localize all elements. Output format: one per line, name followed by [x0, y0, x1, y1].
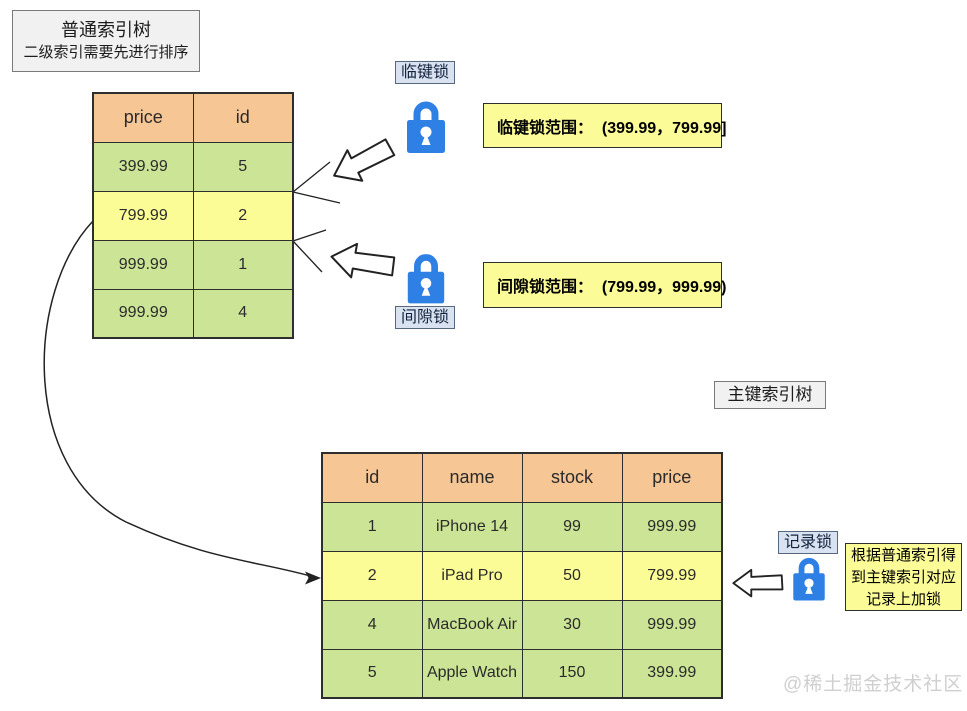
- table-cell: 799.99: [92, 190, 194, 241]
- table-header-row: id name stock price: [321, 452, 723, 503]
- table-cell: 799.99: [621, 550, 723, 601]
- table-cell: 4: [192, 288, 294, 339]
- gap-range-box: 间隙锁范围： (799.99，999.99): [483, 262, 726, 308]
- next-key-range-box: 临键锁范围： (399.99，799.99]: [483, 103, 726, 148]
- gap-lock-icon: [403, 250, 449, 307]
- next-key-fan-lines: [292, 161, 341, 204]
- table-row: 999.99 4: [92, 288, 294, 339]
- gap-lock-tag: 间隙锁: [395, 306, 456, 329]
- table-cell: 99: [521, 501, 623, 552]
- header-cell-stock: stock: [521, 452, 623, 503]
- record-note-line: 记录上加锁: [865, 591, 941, 608]
- table-cell: 1: [192, 239, 294, 290]
- primary-index-table: id name stock price 1 iPhone 14 99 999.9…: [321, 452, 723, 699]
- table-cell: 399.99: [92, 141, 194, 192]
- header-cell-price: price: [92, 92, 194, 143]
- record-lock-icon: [789, 555, 829, 603]
- secondary-index-table: price id 399.99 5 799.99 2 999.99 1 999.…: [92, 92, 294, 339]
- secondary-index-subtitle: 二级索引需要先进行排序: [23, 44, 189, 61]
- table-cell: 50: [521, 550, 623, 601]
- table-cell: 2: [321, 550, 423, 601]
- table-cell: 5: [192, 141, 294, 192]
- table-cell: 999.99: [92, 288, 194, 339]
- gap-block-arrow: [330, 242, 396, 279]
- next-key-lock-icon: [402, 97, 450, 157]
- header-cell-id: id: [321, 452, 423, 503]
- primary-index-title-box: 主键索引树: [714, 381, 826, 409]
- secondary-index-title: 普通索引树: [61, 20, 151, 40]
- record-note-line: 根据普通索引得: [850, 547, 956, 564]
- table-cell: 1: [321, 501, 423, 552]
- secondary-index-title-box: 普通索引树 二级索引需要先进行排序: [12, 10, 200, 72]
- gap-fan-lines: [292, 229, 327, 273]
- table-row-highlighted: 799.99 2: [92, 190, 294, 241]
- table-cell: 30: [521, 599, 623, 650]
- table-cell: 999.99: [621, 501, 723, 552]
- table-cell: iPad Pro: [421, 550, 523, 601]
- table-cell: 5: [321, 648, 423, 699]
- table-cell: iPhone 14: [421, 501, 523, 552]
- record-note-line: 到主键索引对应: [850, 569, 956, 586]
- table-row: 5 Apple Watch 150 399.99: [321, 648, 723, 699]
- table-row: 399.99 5: [92, 141, 294, 192]
- watermark: @稀土掘金技术社区: [783, 674, 964, 695]
- header-cell-id: id: [192, 92, 294, 143]
- table-cell: 150: [521, 648, 623, 699]
- table-row-highlighted: 2 iPad Pro 50 799.99: [321, 550, 723, 601]
- table-cell: Apple Watch: [421, 648, 523, 699]
- table-cell: 2: [192, 190, 294, 241]
- header-cell-name: name: [421, 452, 523, 503]
- table-row: 1 iPhone 14 99 999.99: [321, 501, 723, 552]
- table-cell: 4: [321, 599, 423, 650]
- table-row: 999.99 1: [92, 239, 294, 290]
- next-key-block-arrow: [333, 138, 396, 182]
- table-row: 4 MacBook Air 30 999.99: [321, 599, 723, 650]
- table-cell: 399.99: [621, 648, 723, 699]
- record-lock-note: 根据普通索引得 到主键索引对应 记录上加锁: [845, 543, 962, 611]
- table-cell: 999.99: [621, 599, 723, 650]
- table-header-row: price id: [92, 92, 294, 143]
- next-key-lock-tag: 临键锁: [395, 61, 456, 84]
- table-cell: 999.99: [92, 239, 194, 290]
- record-lock-tag: 记录锁: [778, 531, 839, 554]
- table-cell: MacBook Air: [421, 599, 523, 650]
- record-block-arrow: [732, 568, 784, 598]
- header-cell-price: price: [621, 452, 723, 503]
